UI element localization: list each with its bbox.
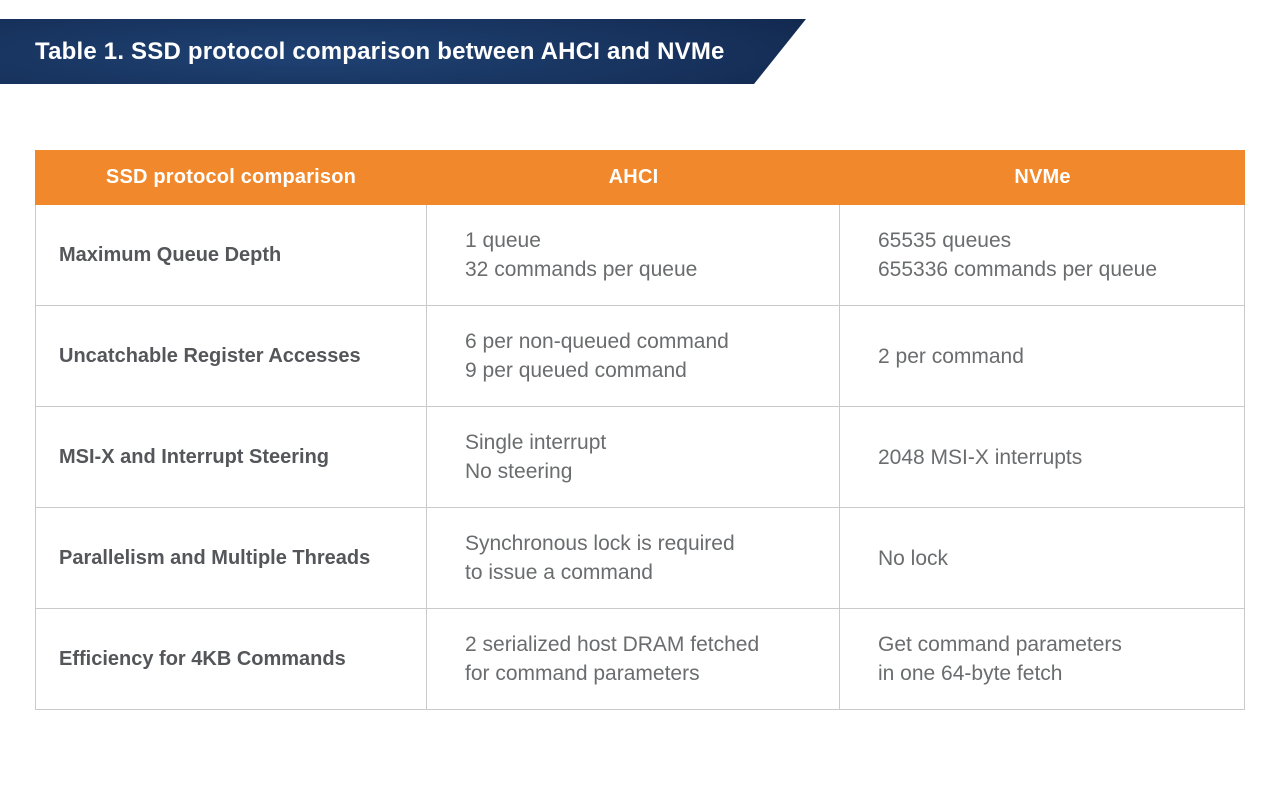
ahci-cell: 2 serialized host DRAM fetched for comma… xyxy=(427,609,840,709)
cell-line: 655336 commands per queue xyxy=(878,258,1158,281)
comparison-table: SSD protocol comparison AHCI NVMe Maximu… xyxy=(35,150,1245,710)
ahci-cell: Synchronous lock is required to issue a … xyxy=(427,508,840,608)
table-body: Maximum Queue Depth 1 queue 32 commands … xyxy=(35,205,1245,710)
header-cell-nvme: NVMe xyxy=(1014,166,1071,188)
feature-label: MSI-X and Interrupt Steering xyxy=(36,407,427,507)
header-cell-ahci: AHCI xyxy=(608,166,659,188)
page-title: Table 1. SSD protocol comparison between… xyxy=(35,37,725,65)
cell-line: Single interrupt xyxy=(465,431,607,454)
ahci-cell: Single interrupt No steering xyxy=(427,407,840,507)
cell-line: No lock xyxy=(878,546,949,570)
header-cell-feature: SSD protocol comparison xyxy=(105,166,357,188)
ahci-cell: 1 queue 32 commands per queue xyxy=(427,205,840,305)
nvme-cell: 2 per command xyxy=(840,306,1244,406)
cell-line: to issue a command xyxy=(465,561,653,584)
title-banner: Table 1. SSD protocol comparison between… xyxy=(0,19,806,84)
cell-line: 2048 MSI-X interrupts xyxy=(878,445,1083,469)
feature-label: Parallelism and Multiple Threads xyxy=(36,508,427,608)
cell-line: Synchronous lock is required xyxy=(465,532,735,555)
table-row: Uncatchable Register Accesses 6 per non-… xyxy=(36,306,1244,407)
cell-line: 2 serialized host DRAM fetched xyxy=(465,633,760,656)
nvme-cell: 2048 MSI-X interrupts xyxy=(840,407,1244,507)
cell-line: in one 64-byte fetch xyxy=(878,662,1063,685)
table-header-row: SSD protocol comparison AHCI NVMe xyxy=(35,150,1245,205)
feature-label: Uncatchable Register Accesses xyxy=(36,306,427,406)
nvme-cell: No lock xyxy=(840,508,1244,608)
table-row: MSI-X and Interrupt Steering Single inte… xyxy=(36,407,1244,508)
table-row: Parallelism and Multiple Threads Synchro… xyxy=(36,508,1244,609)
feature-label: Maximum Queue Depth xyxy=(36,205,427,305)
cell-line: 32 commands per queue xyxy=(465,258,698,281)
cell-line: Get command parameters xyxy=(878,633,1122,656)
table-row: Maximum Queue Depth 1 queue 32 commands … xyxy=(36,205,1244,306)
cell-line: 1 queue xyxy=(465,229,541,252)
table-row: Efficiency for 4KB Commands 2 serialized… xyxy=(36,609,1244,710)
nvme-cell: 65535 queues 655336 commands per queue xyxy=(840,205,1244,305)
nvme-cell: Get command parameters in one 64-byte fe… xyxy=(840,609,1244,709)
cell-line: 2 per command xyxy=(878,344,1024,368)
cell-line: 6 per non-queued command xyxy=(465,330,729,353)
cell-line: 9 per queued command xyxy=(465,359,687,382)
ahci-cell: 6 per non-queued command 9 per queued co… xyxy=(427,306,840,406)
feature-label: Efficiency for 4KB Commands xyxy=(36,609,427,709)
cell-line: No steering xyxy=(465,460,573,483)
cell-line: 65535 queues xyxy=(878,229,1012,252)
cell-line: for command parameters xyxy=(465,662,700,685)
